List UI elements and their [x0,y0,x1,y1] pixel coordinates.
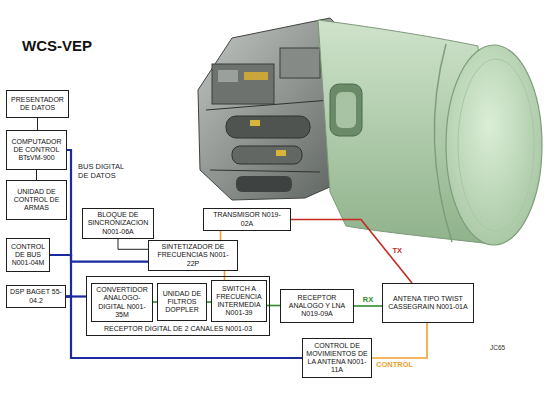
illustration-part [280,48,320,78]
signal-name: TX [393,247,403,255]
connector-group [37,118,428,358]
unit-label: ANTENA TIPO TWIST CASSEGRAIN N001-01A [386,295,470,311]
illustration-part [250,120,260,126]
unit-box: SINTETIZADOR DE FRECUENCIAS N001-22P [148,240,238,271]
unit-box: CONTROL DE BUS N001-04M [6,238,50,272]
illustration-part [336,92,356,128]
illustration-part [198,18,542,245]
illustration-part [330,84,362,136]
unit-box: CONTROL DE MOVIMIENTOS DE LA ANTENA N001… [302,338,372,378]
illustration-part [226,116,310,138]
unit-label: PRESENTADOR DE DATOS [10,96,65,112]
signal-line [267,305,280,307]
unit-box: UNIDAD DE CONTROL DE ARMAS [6,180,67,220]
unit-box: TRANSMISOR N019-02A [203,208,291,231]
unit-label: RECEPTOR ANALOGO Y LNA N019-09A [284,294,350,318]
illustration-part [236,176,292,192]
signal-line [118,239,148,249]
illustration-part [232,146,302,164]
unit-label: UNIDAD DE CONTROL DE ARMAS [10,188,63,212]
bus-label: BUS DIGITAL DE DATOS [78,163,136,180]
unit-box: PRESENTADOR DE DATOS [6,90,69,118]
signal-line [36,170,37,180]
unit-label: TRANSMISOR N019-02A [207,211,287,227]
unit-box: DSP BAGET 55-04.2 [6,285,66,308]
unit-label: SINTETIZADOR DE FRECUENCIAS N001-22P [152,243,234,267]
author-mark: JC65 [490,344,520,351]
illustration-part [218,70,238,82]
unit-label: SWITCH A FRECUENCIA INTERMEDIA N001-39 [215,285,263,317]
illustration-part [446,45,542,245]
unit-box: RECEPTOR ANALOGO Y LNA N019-09A [280,289,354,323]
unit-label: RECEPTOR DIGITAL DE 2 CANALES N001-03 [87,325,269,333]
unit-box: UNIDAD DE FILTROS DOPPLER [157,283,207,321]
illustration-part [244,72,268,80]
illustration-part [210,170,320,172]
signal-line [37,118,38,130]
unit-label: CONVERTIDOR ANALOGO-DIGITAL N001-35M [95,286,149,318]
unit-label: BLOQUE DE SINCRONIZACION N001-06A [86,211,150,235]
signal-name: RX [363,296,373,304]
unit-label: CONTROL DE MOVIMIENTOS DE LA ANTENA N001… [306,342,368,374]
unit-label: CONTROL DE BUS N001-04M [10,243,46,267]
signal-line [291,220,412,284]
unit-box: COMPUTADOR DE CONTROL BTsVM-900 [6,130,67,170]
illustration-part [212,64,274,104]
unit-label: COMPUTADOR DE CONTROL BTsVM-900 [10,138,63,162]
signal-name: CONTROL [376,361,413,369]
unit-label: DSP BAGET 55-04.2 [10,288,62,304]
signal-line [220,231,222,240]
unit-box: SWITCH A FRECUENCIA INTERMEDIA N001-39 [211,280,267,322]
unit-box: ANTENA TIPO TWIST CASSEGRAIN N001-01A [382,283,474,323]
subsystem-group: RECEPTOR DIGITAL DE 2 CANALES N001-03 CON… [86,276,270,336]
illustration-part [458,59,534,231]
signal-line [354,305,382,307]
illustration-part [276,150,286,156]
unit-label: UNIDAD DE FILTROS DOPPLER [161,290,203,314]
signal-line [372,323,427,358]
diagram-title: WCS-VEP [22,37,92,54]
unit-box: CONVERTIDOR ANALOGO-DIGITAL N001-35M [91,283,153,322]
unit-box: BLOQUE DE SINCRONIZACION N001-06A [82,208,154,239]
illustration-part [206,100,330,110]
